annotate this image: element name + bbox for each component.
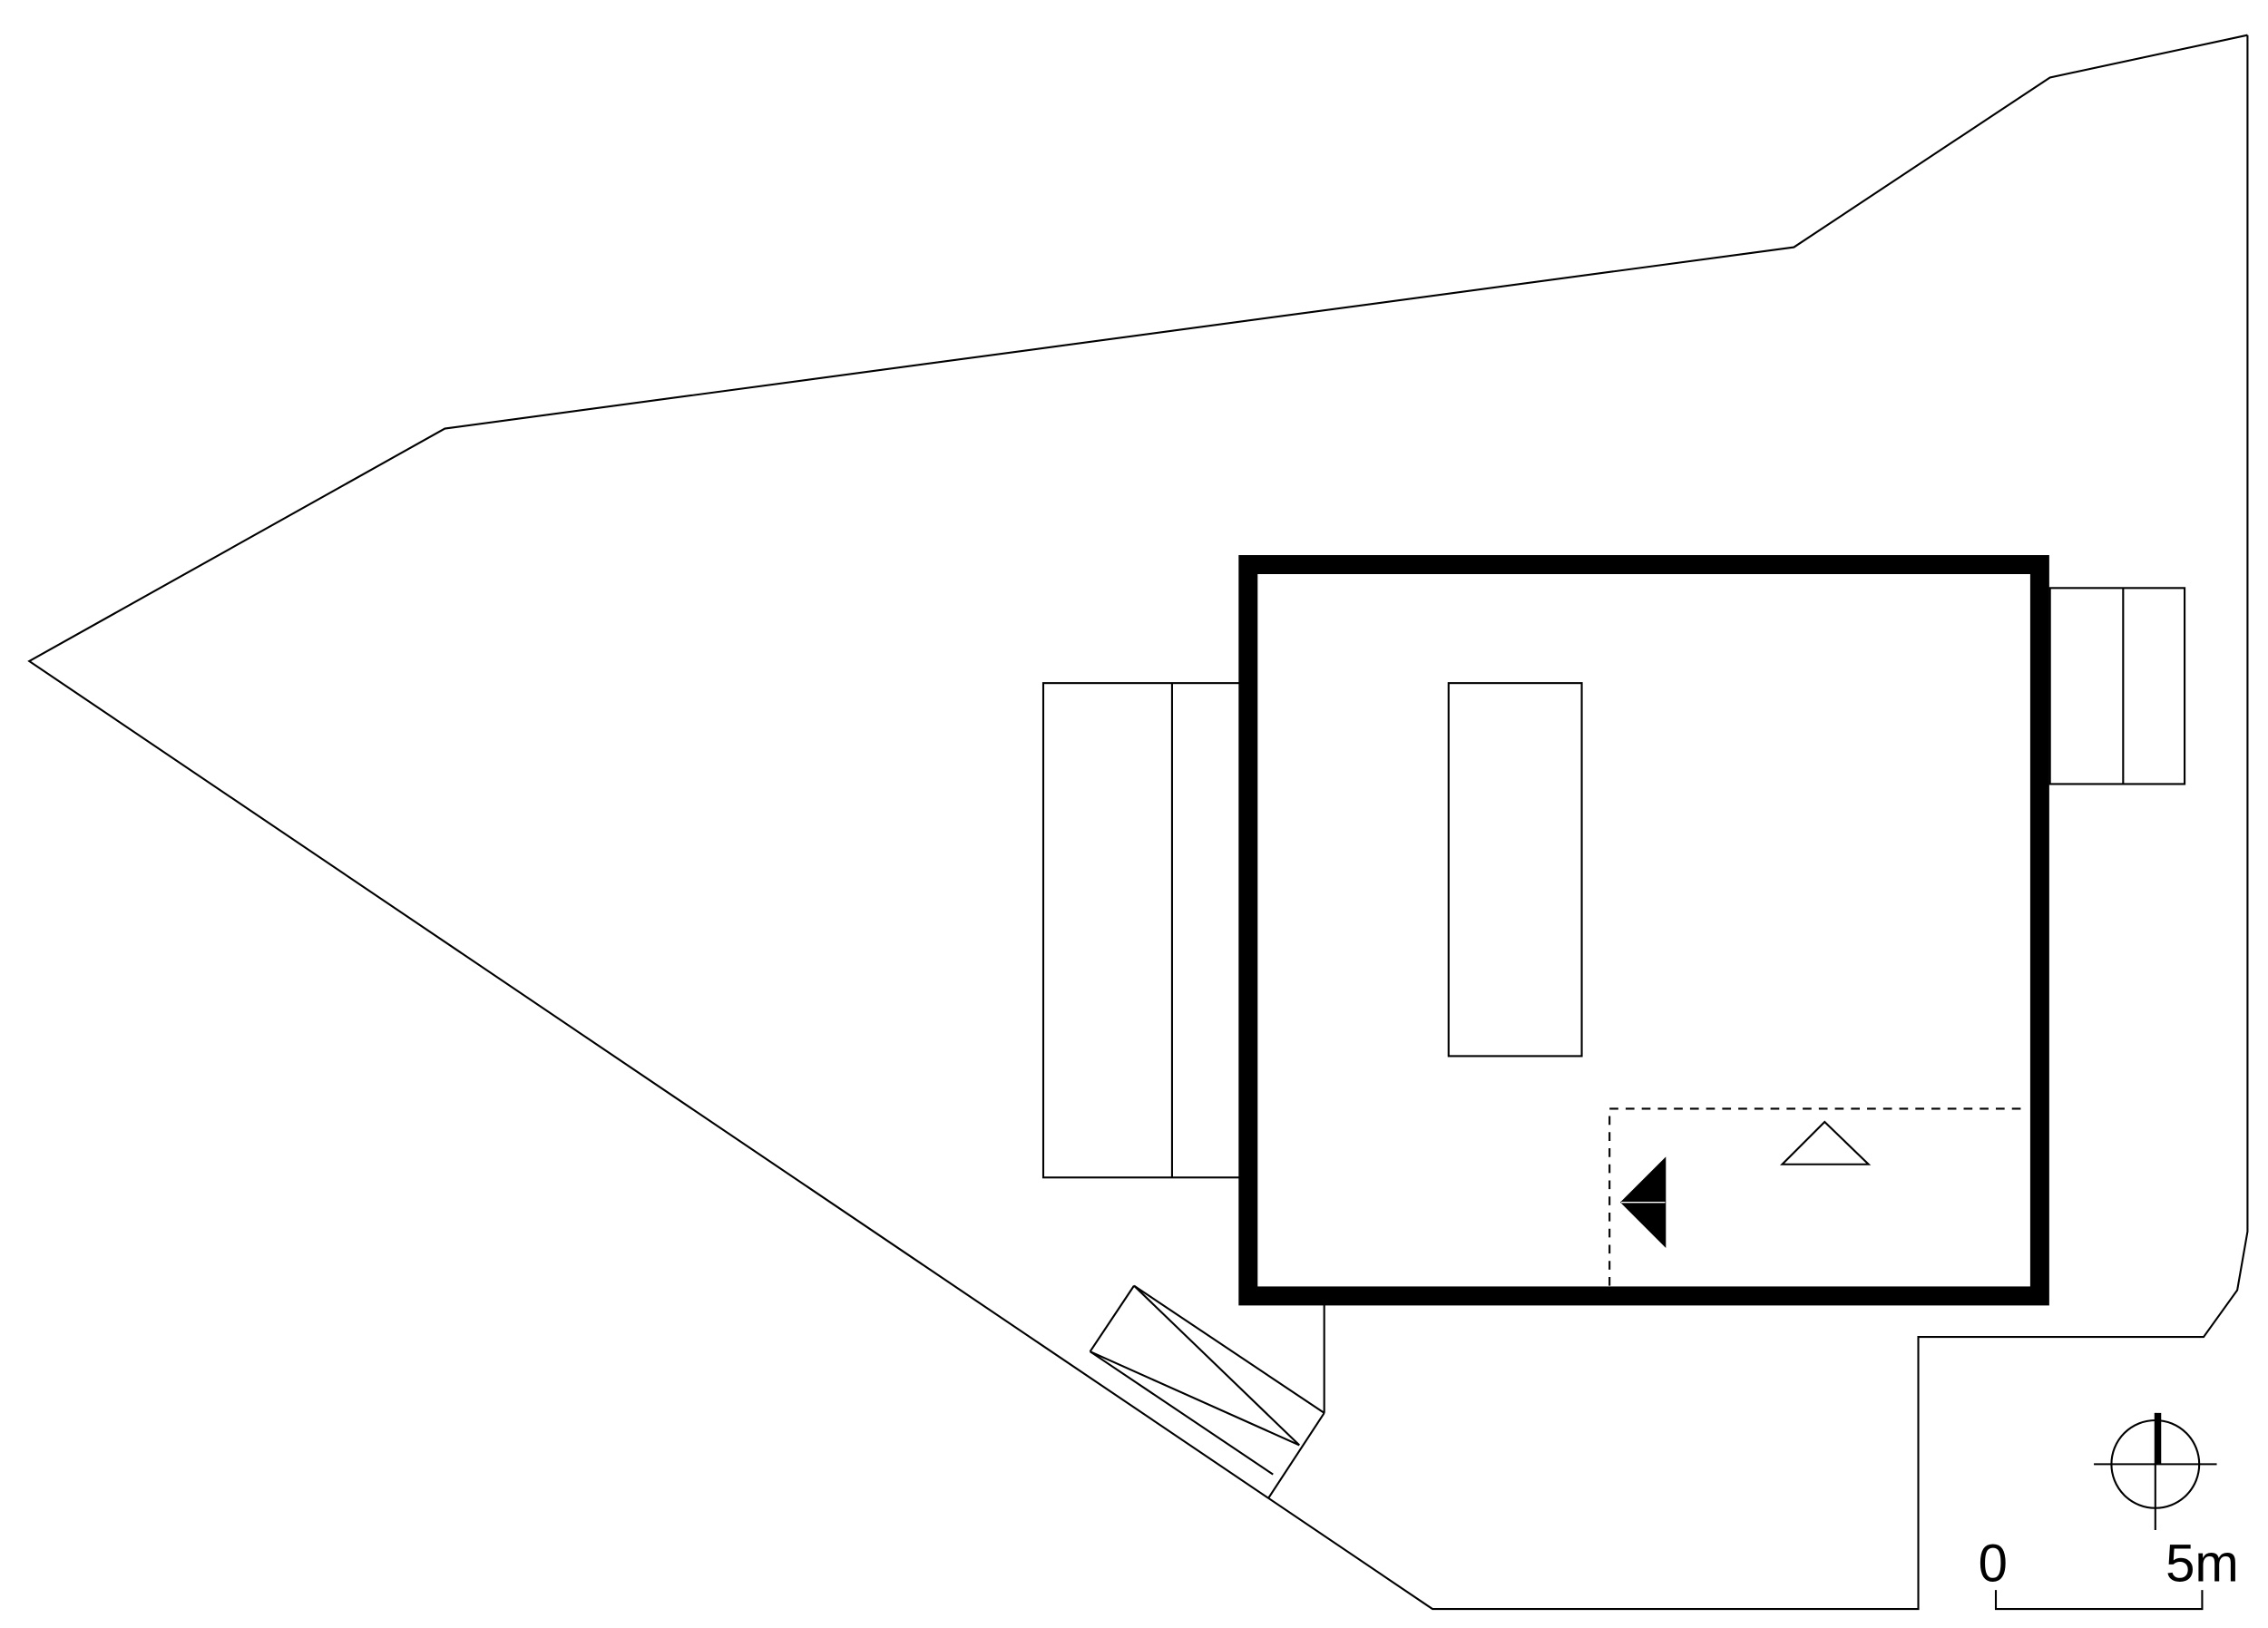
north-arrow-icon bbox=[2094, 1412, 2217, 1530]
interior-block bbox=[1447, 682, 1583, 1058]
scale-bar: 0 5m bbox=[1979, 1534, 2239, 1611]
dashed-zone-outline bbox=[1608, 1107, 2026, 1286]
scale-end-label: 5m bbox=[2165, 1534, 2239, 1593]
stair-ramp bbox=[1089, 1284, 1325, 1499]
site-boundary bbox=[27, 34, 2249, 1611]
level-triangle-icon bbox=[1779, 1120, 1872, 1165]
east-annex bbox=[2048, 587, 2186, 785]
scale-start-label: 0 bbox=[1979, 1534, 2008, 1593]
west-annex bbox=[1041, 682, 1249, 1179]
